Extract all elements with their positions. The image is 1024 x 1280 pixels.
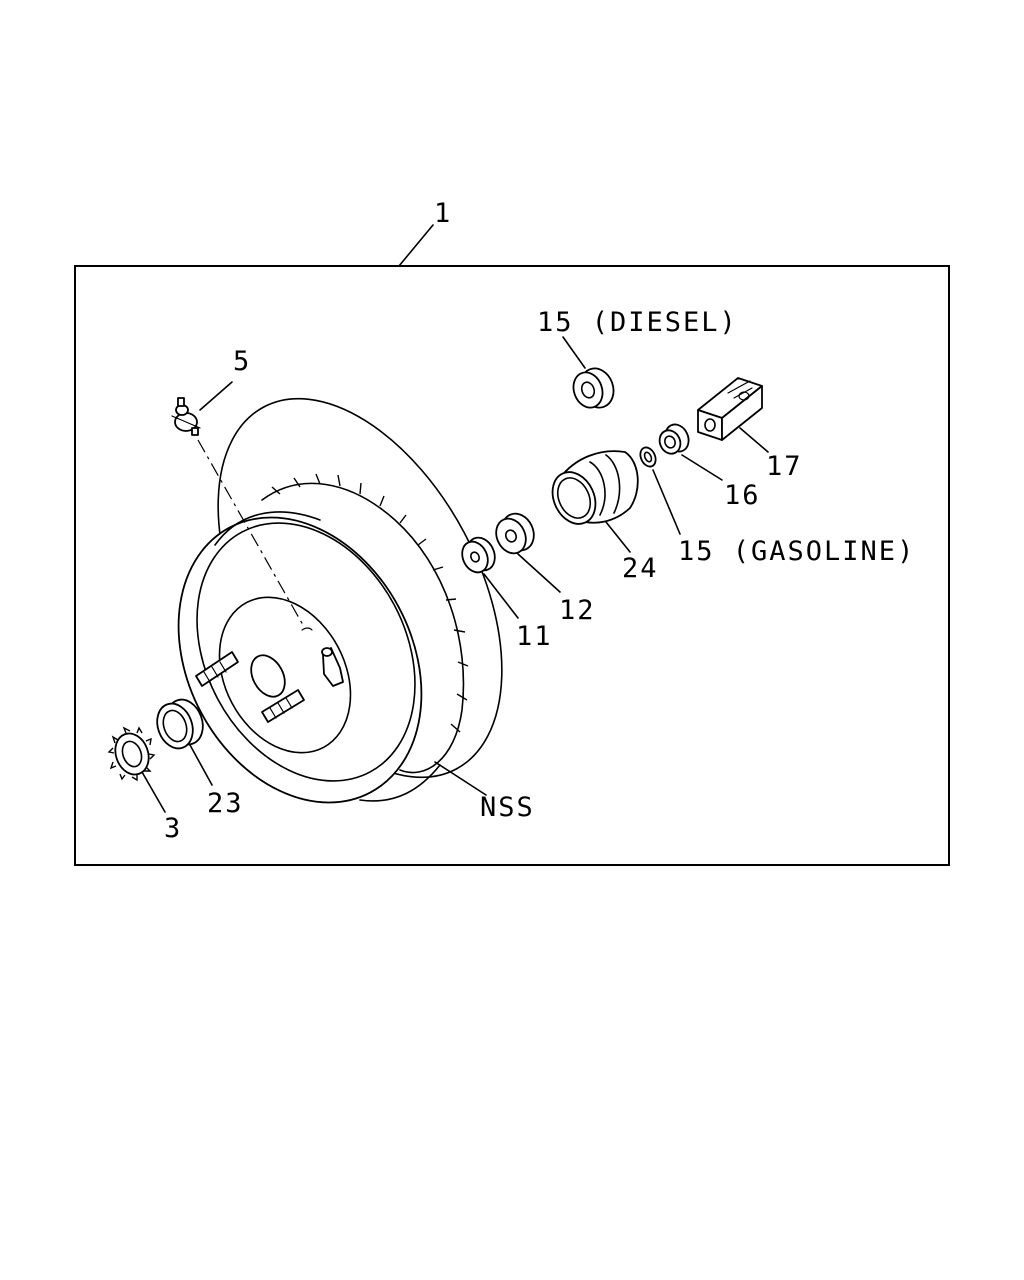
label-17: 17: [766, 451, 803, 482]
valve-center-line: [197, 439, 304, 626]
rim-teeth: [271, 473, 469, 733]
part-12-seal: [495, 512, 535, 555]
part-11-seal: [461, 536, 496, 574]
part-16-nut: [658, 423, 690, 455]
leader-15-diesel: [562, 336, 586, 369]
label-12: 12: [559, 595, 596, 626]
leader-5: [199, 381, 233, 411]
assembly-leader: [398, 224, 434, 267]
leader-11: [483, 573, 519, 619]
part-15-gasoline-ring: [639, 446, 657, 468]
label-16: 16: [724, 480, 761, 511]
leader-15-gasoline: [652, 469, 681, 535]
leader-17: [739, 427, 769, 453]
leader-12: [517, 553, 561, 593]
assembly-frame: [74, 265, 950, 866]
booster-studs: [195, 651, 305, 723]
label-24: 24: [622, 553, 659, 584]
part-24-boot: [551, 450, 639, 525]
label-assembly-1: 1: [434, 198, 452, 229]
part-5-valve: [171, 397, 201, 436]
label-23: 23: [207, 788, 244, 819]
part-23-seal: [156, 698, 204, 750]
leader-24: [605, 521, 631, 553]
part-17-clevis: [697, 377, 763, 441]
label-5: 5: [233, 346, 251, 377]
label-15-gasoline: 15 (GASOLINE): [678, 536, 915, 567]
label-nss: NSS: [480, 792, 535, 823]
leader-nss: [434, 761, 487, 796]
label-15-diesel: 15 (DIESEL): [537, 307, 738, 338]
vacuum-fitting: [321, 647, 344, 687]
leader-23: [189, 744, 213, 786]
leader-3: [141, 771, 166, 813]
label-11: 11: [516, 621, 553, 652]
label-3: 3: [164, 813, 182, 844]
part-3-washer: [107, 726, 156, 782]
leader-16: [681, 454, 723, 481]
part-15-diesel-ring: [572, 367, 615, 409]
brake-booster-drawing: [177, 397, 503, 804]
